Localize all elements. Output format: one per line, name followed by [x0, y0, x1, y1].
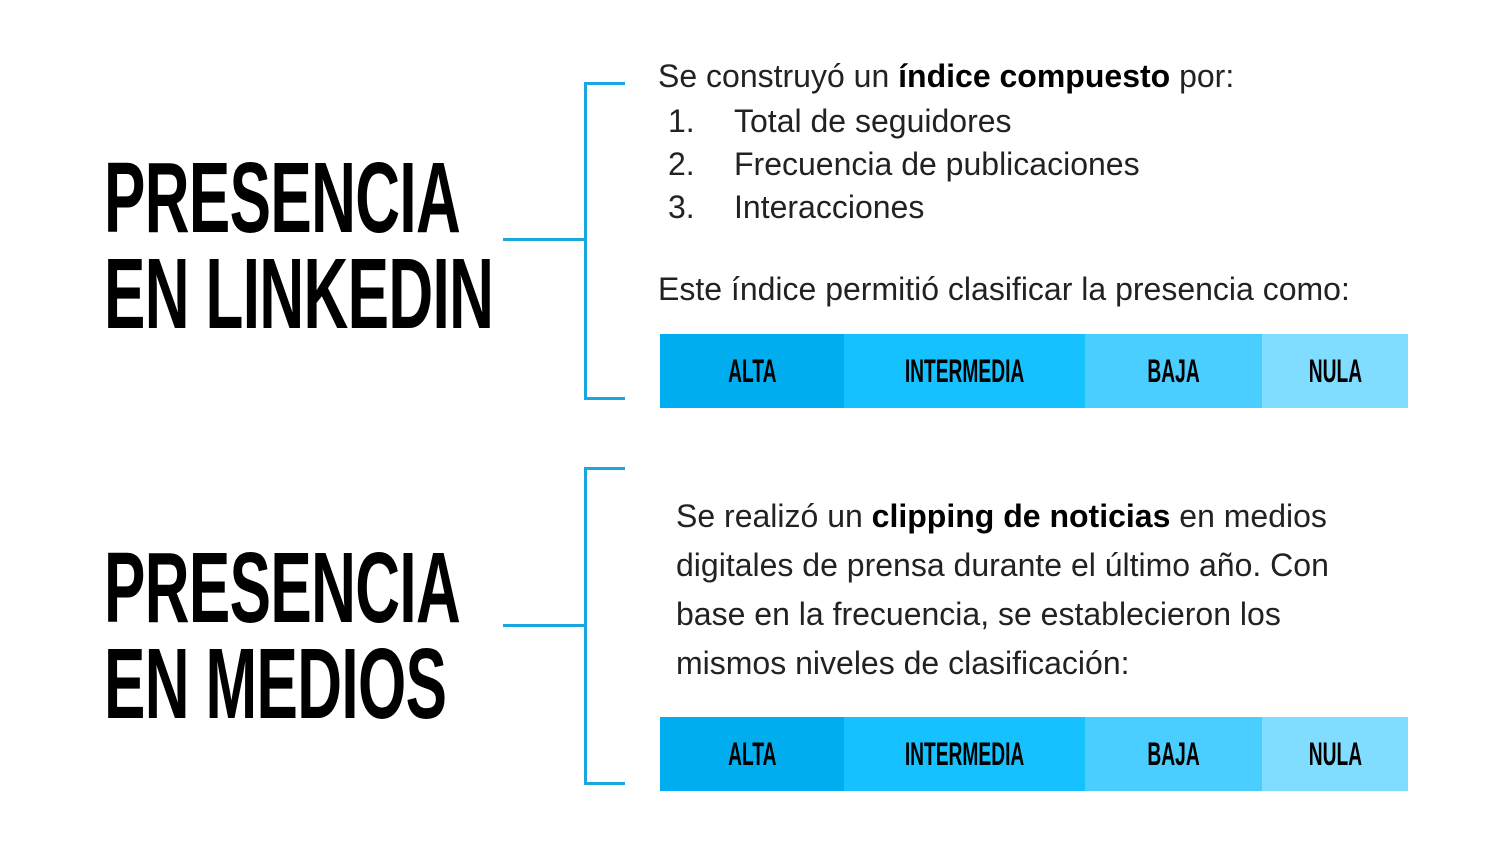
section-title-medios: PRESENCIA EN MEDIOS	[104, 532, 461, 740]
level-intermedia: INTERMEDIA	[844, 334, 1085, 408]
connector-line	[503, 238, 585, 241]
list-item: 3.Interacciones	[668, 189, 925, 225]
title-line: PRESENCIA	[104, 142, 461, 254]
level-bar-medios: ALTA INTERMEDIA BAJA NULA	[660, 717, 1408, 791]
list-item: 2.Frecuencia de publicaciones	[668, 146, 1140, 182]
list-item: 1.Total de seguidores	[668, 103, 1012, 139]
level-bar-linkedin: ALTA INTERMEDIA BAJA NULA	[660, 334, 1408, 408]
level-baja: BAJA	[1085, 334, 1262, 408]
level-nula: NULA	[1262, 334, 1408, 408]
intro-text: Se construyó un índice compuesto por:	[658, 58, 1235, 94]
connector-line	[503, 624, 585, 627]
level-alta: ALTA	[660, 334, 844, 408]
clipping-paragraph: Se realizó un clipping de noticias en me…	[676, 498, 1329, 681]
bracket	[584, 467, 625, 785]
bracket	[584, 82, 625, 400]
title-line: PRESENCIA	[104, 532, 461, 644]
level-nula: NULA	[1262, 717, 1408, 791]
criteria-list: 1.Total de seguidores 2.Frecuencia de pu…	[668, 100, 1140, 229]
level-baja: BAJA	[1085, 717, 1262, 791]
section-title-linkedin: PRESENCIA EN LINKEDIN	[104, 142, 494, 350]
title-line: EN LINKEDIN	[104, 238, 494, 350]
title-line: EN MEDIOS	[104, 628, 447, 740]
level-alta: ALTA	[660, 717, 844, 791]
classify-text: Este índice permitió clasificar la prese…	[658, 271, 1350, 307]
level-intermedia: INTERMEDIA	[844, 717, 1085, 791]
